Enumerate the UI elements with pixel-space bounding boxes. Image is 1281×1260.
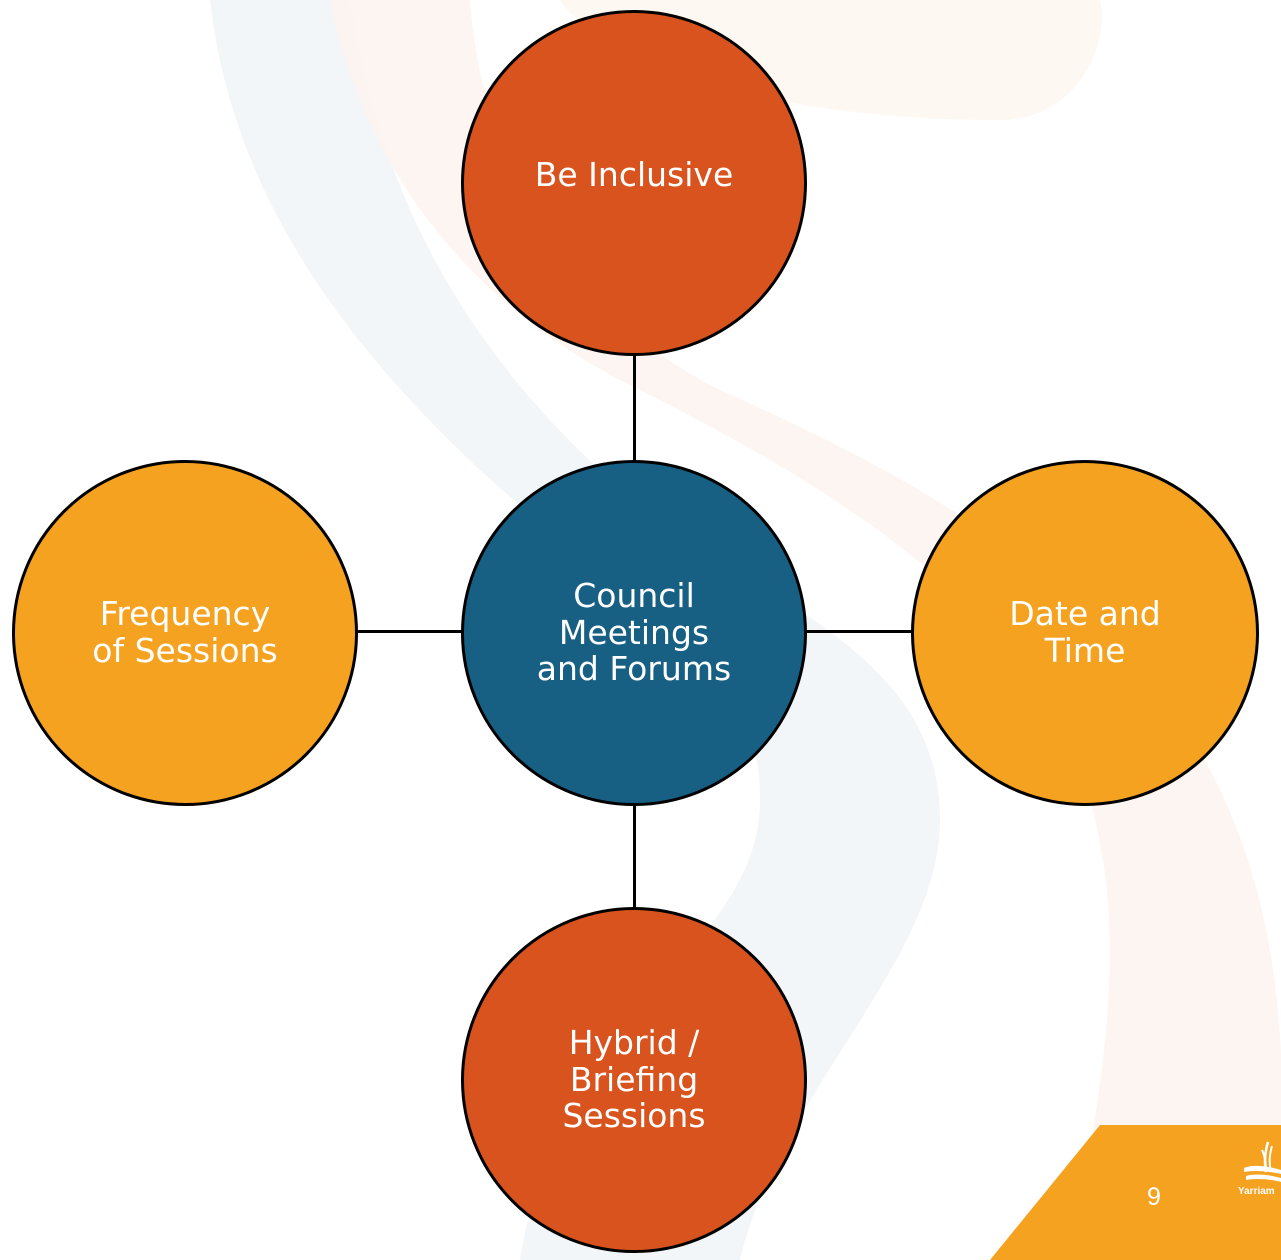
- node-date-and-time: Date and Time: [911, 460, 1259, 806]
- shire-logo-icon: Yarriam: [1238, 1138, 1281, 1223]
- connector-top: [633, 355, 636, 462]
- node-hybrid-briefing-label: Hybrid / Briefing Sessions: [562, 1022, 706, 1136]
- footer-orange-shape: [990, 1125, 1281, 1260]
- connector-right: [805, 630, 913, 633]
- node-hybrid-briefing: Hybrid / Briefing Sessions: [461, 907, 807, 1253]
- node-frequency-label: Frequency of Sessions: [92, 594, 278, 670]
- node-council-meetings: Council Meetings and Forums: [461, 460, 807, 806]
- wheat-icon: [1244, 1141, 1281, 1182]
- page-number: 9: [1147, 1183, 1161, 1211]
- node-be-inclusive-label: Be Inclusive: [534, 154, 734, 194]
- node-council-meetings-label: Council Meetings and Forums: [536, 575, 732, 689]
- node-be-inclusive: Be Inclusive: [461, 10, 807, 356]
- node-frequency-of-sessions: Frequency of Sessions: [12, 460, 358, 806]
- connector-bottom: [633, 804, 636, 909]
- node-date-time-label: Date and Time: [1009, 594, 1161, 670]
- connector-left: [356, 630, 463, 633]
- logo-text: Yarriam: [1238, 1186, 1275, 1197]
